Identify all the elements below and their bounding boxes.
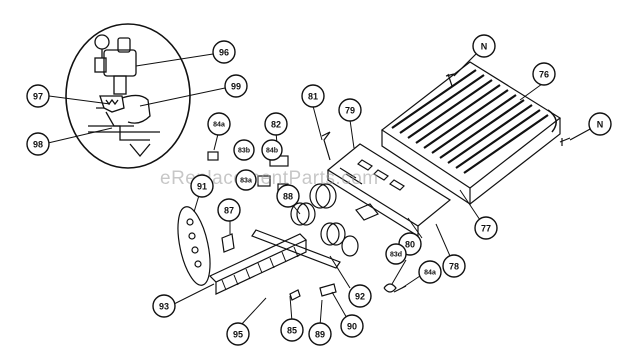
callout-84a-bottom-label: 84a [424,270,436,277]
callout-84a-top: 84a [207,112,231,136]
callout-96-label: 96 [219,48,229,58]
detail-inset [65,23,191,169]
burner-manifold [208,229,341,301]
callout-81: 81 [301,84,325,108]
callout-85-label: 85 [287,326,297,336]
callout-82-label: 82 [271,120,281,130]
watermark-text: eReplacementParts.com [160,168,379,189]
callout-n-top: N [472,34,496,58]
callout-88: 88 [276,184,300,208]
callout-92: 92 [348,284,372,308]
callout-91: 91 [190,174,214,198]
callout-96: 96 [212,40,236,64]
callout-99-label: 99 [231,82,241,92]
callout-90: 90 [340,314,364,338]
callout-78: 78 [442,254,466,278]
callout-91-label: 91 [197,182,207,192]
callout-85: 85 [280,318,304,342]
callout-84a-top-label: 84a [213,122,225,129]
orifice-group [177,206,211,286]
callout-87: 87 [217,198,241,222]
callout-89: 89 [308,322,332,346]
leader-lines [173,83,543,327]
callout-93: 93 [152,294,176,318]
callout-79-label: 79 [345,106,355,116]
callout-77-label: 77 [481,224,491,234]
callout-83d-label: 83d [390,252,402,259]
callout-99: 99 [224,74,248,98]
callout-98-label: 98 [33,140,43,150]
callout-84b: 84b [261,139,283,161]
callout-n-right-label: N [597,120,604,130]
callout-77: 77 [474,216,498,240]
callout-79: 79 [338,98,362,122]
callout-92-label: 92 [355,292,365,302]
callout-83d: 83d [385,243,407,265]
callout-90-label: 90 [347,322,357,332]
callout-95-label: 95 [233,330,243,340]
callout-83b: 83b [233,139,255,161]
screw-n-top [445,53,477,87]
callout-80-label: 80 [405,240,415,250]
callout-89-label: 89 [315,330,325,340]
callout-93-label: 93 [159,302,169,312]
callout-98: 98 [26,132,50,156]
heat-exchanger [380,61,562,206]
burner-front-panel [326,143,452,238]
callout-76-label: 76 [539,70,549,80]
callout-84a-bottom: 84a [418,260,442,284]
callout-83a-label: 83a [240,178,252,185]
callout-97-label: 97 [33,92,43,102]
burner-knobs [290,131,379,257]
callout-76: 76 [532,62,556,86]
callout-n-right: N [588,112,612,136]
screw-n-right [559,127,593,146]
callout-83b-label: 83b [238,148,250,155]
callout-n-top-label: N [481,42,488,52]
callout-87-label: 87 [224,206,234,216]
inset-leaders [47,53,226,144]
callout-81-label: 81 [308,92,318,102]
callout-78-label: 78 [449,262,459,272]
callout-95: 95 [226,322,250,346]
callout-97: 97 [26,84,50,108]
callout-88-label: 88 [283,192,293,202]
callout-84b-label: 84b [266,148,278,155]
gas-valve-assembly [88,34,160,158]
callout-83a: 83a [235,169,257,191]
callout-82: 82 [264,112,288,136]
